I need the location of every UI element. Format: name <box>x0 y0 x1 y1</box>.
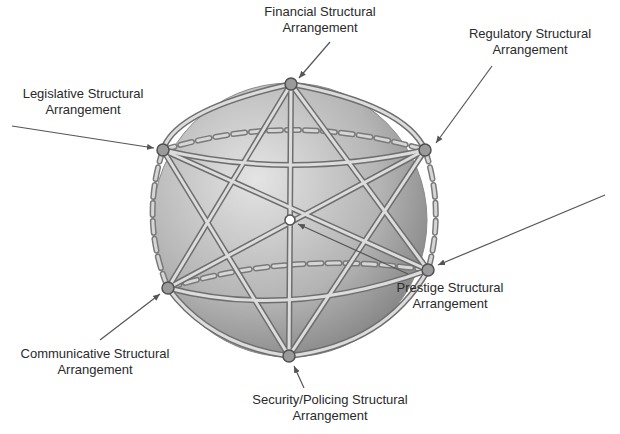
part-label: Financial Structural Arrangement <box>250 4 390 36</box>
part-label: Regulatory Structural Arrangement <box>455 26 605 58</box>
sphere <box>153 83 427 357</box>
part-label: Communicative Structural Arrangement <box>10 346 180 378</box>
part-label: Prestige Structural Arrangement <box>380 280 520 312</box>
part-label: Legislative Structural Arrangement <box>8 86 158 118</box>
frame-joints <box>157 78 434 362</box>
part-label: Security/Policing Structural Arrangement <box>235 392 425 424</box>
sphere-frame <box>153 84 436 356</box>
